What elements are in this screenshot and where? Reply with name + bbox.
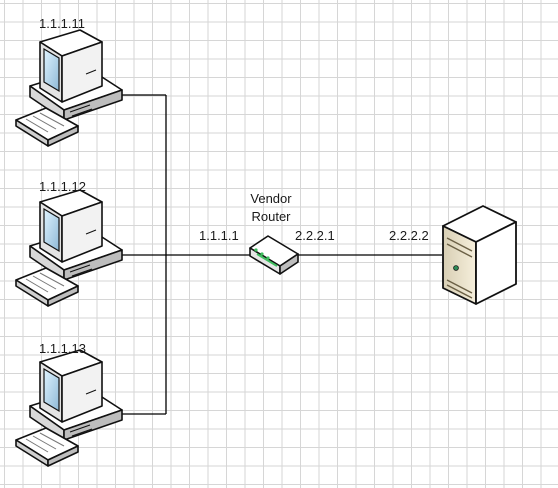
pc-1-ip: 1.1.1.11 — [39, 16, 85, 31]
desktop-computer-icon — [15, 349, 123, 467]
vendor-router: Vendor Router 1.1.1.1 2.2.2.1 — [199, 191, 335, 275]
router-wan-ip: 2.2.2.1 — [295, 228, 335, 243]
server-ip: 2.2.2.2 — [389, 228, 429, 243]
pc-3-ip: 1.1.1.13 — [39, 341, 86, 356]
router-name-line2: Router — [251, 209, 291, 224]
desktop-computer-icon — [15, 189, 123, 307]
router-name-line1: Vendor — [250, 191, 292, 206]
router-icon — [249, 235, 299, 275]
server: 2.2.2.2 — [389, 205, 517, 305]
desktop-computer-icon — [15, 29, 123, 147]
pc-1: 1.1.1.11 — [15, 16, 123, 147]
pc-2: 1.1.1.12 — [15, 179, 123, 307]
connection-lines — [118, 94, 442, 415]
pc-2-ip: 1.1.1.12 — [39, 179, 86, 194]
router-lan-ip: 1.1.1.1 — [199, 228, 239, 243]
server-icon — [442, 205, 517, 305]
pc-3: 1.1.1.13 — [15, 341, 123, 467]
